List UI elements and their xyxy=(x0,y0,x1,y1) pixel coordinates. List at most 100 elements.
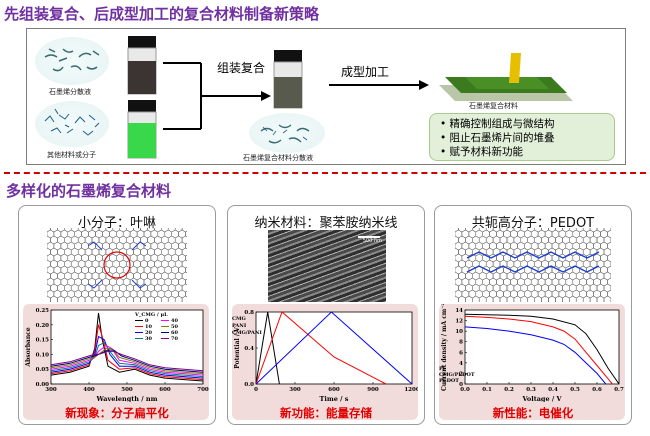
graphene-hex xyxy=(506,295,515,302)
graphene-hex xyxy=(70,295,79,302)
x-tick-label: 500 xyxy=(121,387,133,393)
graphene-hex xyxy=(548,295,556,302)
graphene-hex xyxy=(50,295,58,302)
legend-label: 50 xyxy=(171,324,178,330)
graphene-hex xyxy=(455,295,459,302)
graphene-hex xyxy=(582,228,591,233)
graphene-hex xyxy=(185,230,187,238)
graphene-hex xyxy=(562,228,570,233)
legend-label: CMG xyxy=(232,316,246,322)
graphene-hex xyxy=(562,295,570,302)
benefit-item: • 阻止石墨烯片间的堆叠 xyxy=(440,132,555,144)
sem-image: 500 nm xyxy=(268,230,386,302)
graphene-hex xyxy=(154,295,162,302)
legend-label: PANI xyxy=(232,323,247,329)
legend-label: 70 xyxy=(171,336,178,342)
legend-label: Pt xyxy=(439,366,446,372)
graphene-hex xyxy=(555,295,563,302)
graphene-hex xyxy=(161,295,169,302)
graphene-hex xyxy=(147,228,155,233)
benefit-item: • 精确控制组成与微结构 xyxy=(440,118,555,130)
graphene-hex xyxy=(50,228,58,233)
graphene-hex xyxy=(458,295,466,302)
graphene-hex xyxy=(119,295,127,302)
graphene-hex xyxy=(64,295,72,302)
graphene-hex xyxy=(458,228,466,233)
dashed-divider xyxy=(4,172,646,174)
graphene-hex xyxy=(541,295,549,302)
graphene-hex xyxy=(126,295,134,302)
legend-title: V_CMG / μL xyxy=(134,312,168,318)
x-tick-label: 0.5 xyxy=(570,387,580,393)
graphene-hex xyxy=(465,295,473,302)
graphene-hex xyxy=(513,228,522,233)
graphene-hex xyxy=(57,228,65,233)
card-caption: 新现象：分子扁平化 xyxy=(65,406,169,420)
plot-frame xyxy=(255,311,413,385)
graphene-hex xyxy=(478,228,487,233)
series-line xyxy=(464,313,620,385)
benefit-text: 赋予材料新功能 xyxy=(449,146,524,158)
x-tick-label: 600 xyxy=(159,387,171,393)
y-tick-label: 14 xyxy=(455,308,463,314)
y-tick-label: 0.8 xyxy=(244,310,254,316)
x-tick-label: 400 xyxy=(83,387,95,393)
graphene-hex xyxy=(472,295,480,302)
series-line xyxy=(50,312,204,382)
graphene-hex xyxy=(140,295,148,302)
pedot-graphene-structure xyxy=(455,228,611,302)
graphene-hex xyxy=(569,295,577,302)
x-tick-label: 0.4 xyxy=(548,387,558,393)
series-line xyxy=(255,311,413,385)
graphene-hex xyxy=(119,228,127,233)
composite-illustration xyxy=(249,113,325,153)
graphene-hex xyxy=(603,295,611,302)
graphene-hex xyxy=(98,228,107,233)
graphene-hex xyxy=(133,228,141,233)
graphene-hex xyxy=(64,228,72,233)
graphene-hex xyxy=(57,295,65,302)
x-tick-label: 0.3 xyxy=(526,387,536,393)
x-tick-label: 300 xyxy=(45,387,57,393)
composite-label: 石墨烯复合材料分散液 xyxy=(243,154,313,162)
y-axis-label: Absorbance xyxy=(25,327,32,367)
process-arrow xyxy=(329,80,429,90)
graphene-hex xyxy=(575,295,584,302)
graphene-hex xyxy=(492,228,501,233)
series-line xyxy=(255,311,280,385)
graphene-hex xyxy=(84,295,93,302)
legend-label: 0 xyxy=(145,318,149,324)
graphene-hex xyxy=(181,271,187,281)
graphene-vial xyxy=(127,36,157,95)
benefit-text: 阻止石墨烯片间的堆叠 xyxy=(449,132,555,144)
legend-label: PEDOT xyxy=(439,378,459,384)
graphene-hex xyxy=(181,283,187,293)
graphene-hex xyxy=(455,228,459,233)
legend-label: 60 xyxy=(171,330,178,336)
main-title: 先组装复合、后成型加工的复合材料制备新策略 xyxy=(4,5,320,23)
legend-label: 10 xyxy=(145,324,152,330)
legend-label: 30 xyxy=(145,336,152,342)
x-axis-label: Wavelength / nm xyxy=(96,395,158,402)
y-tick-label: 0.25 xyxy=(36,308,50,314)
graphene-hex xyxy=(167,228,176,233)
composite-vial xyxy=(273,50,303,109)
graphene-hex xyxy=(140,228,148,233)
benefits-box: • 精确控制组成与微结构 • 阻止石墨烯片间的堆叠 • 赋予材料新功能 xyxy=(429,113,615,161)
y-tick-label: 0.4 xyxy=(244,346,254,352)
graphene-hex xyxy=(181,259,187,269)
x-tick-label: 700 xyxy=(197,387,209,393)
graphene-hex xyxy=(174,228,183,233)
graphene-hex xyxy=(596,295,605,302)
step1-label: 组装复合 xyxy=(217,61,266,75)
graphene-hex xyxy=(555,228,563,233)
graphene-hex xyxy=(167,295,176,302)
graphene-hex xyxy=(520,295,528,302)
graphene-hex xyxy=(589,295,598,302)
